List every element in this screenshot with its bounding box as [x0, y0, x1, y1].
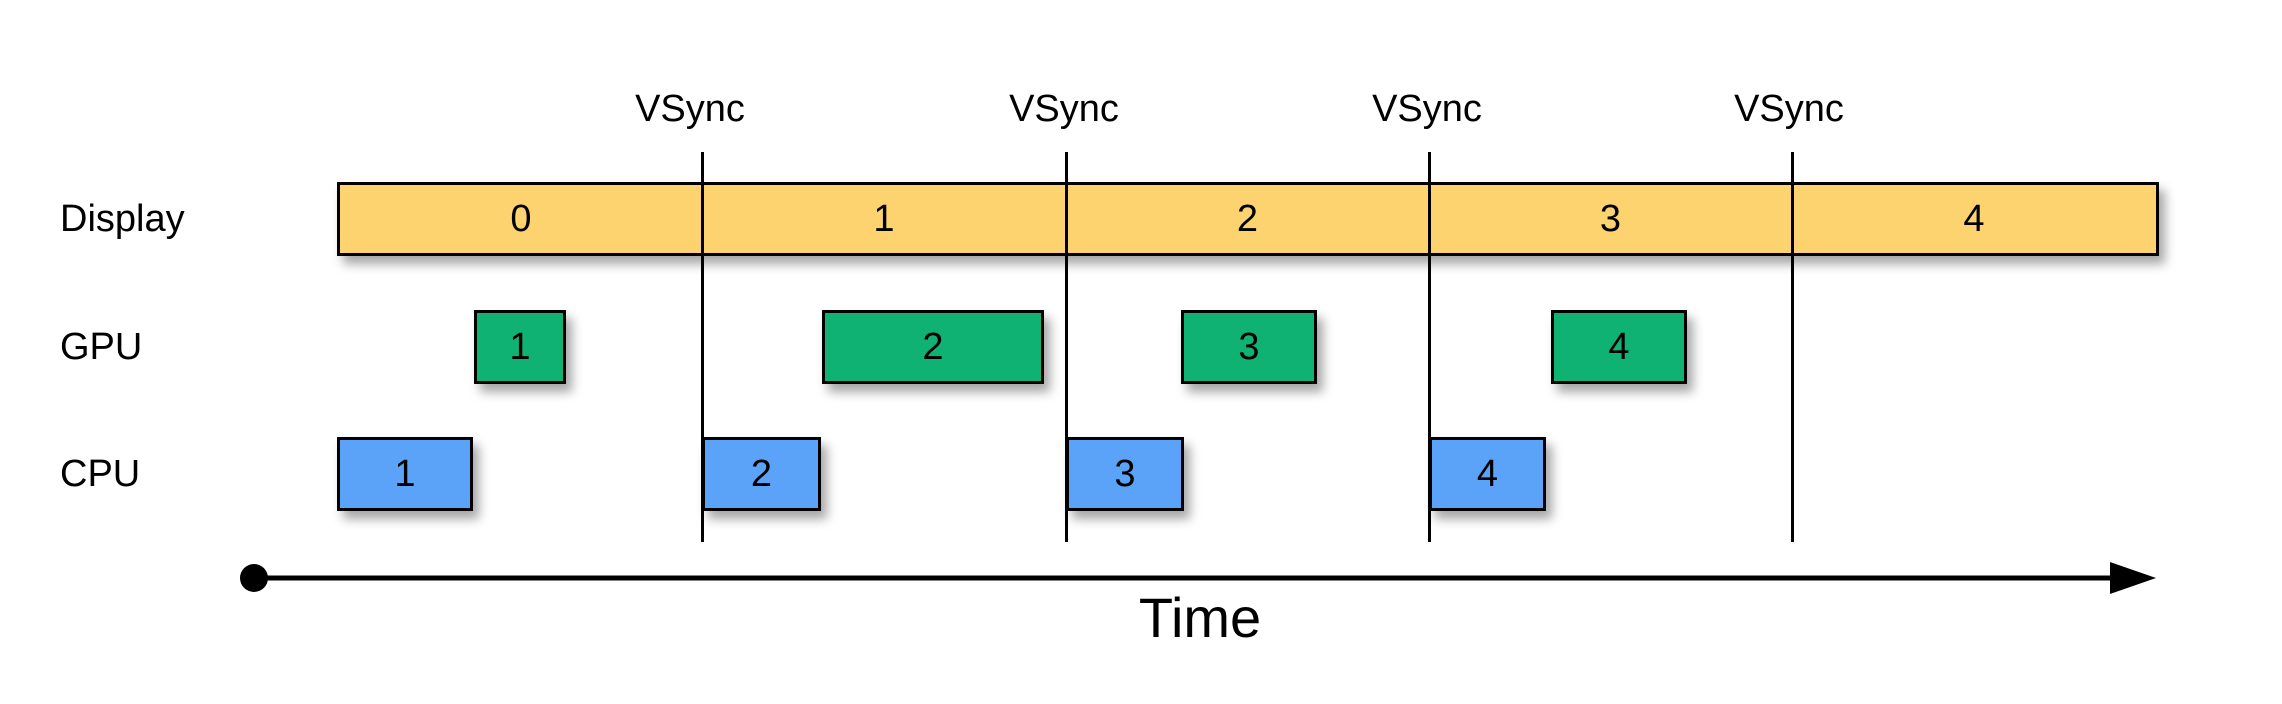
cpu-frame: 1: [337, 437, 473, 511]
vsync-label: VSync: [1734, 88, 1844, 130]
time-axis-label: Time: [1138, 586, 1262, 649]
gpu-frame: 2: [822, 310, 1044, 384]
display-frame: 3: [1429, 182, 1792, 256]
vsync-line: [701, 152, 704, 542]
vsync-line: [1791, 152, 1794, 542]
gpu-frame: 3: [1181, 310, 1317, 384]
cpu-frame: 2: [702, 437, 821, 511]
display-frame: 1: [702, 182, 1066, 256]
lane-label-display: Display: [60, 198, 185, 240]
display-frame: 4: [1792, 182, 2156, 256]
vsync-label: VSync: [1372, 88, 1482, 130]
vsync-line: [1428, 152, 1431, 542]
lane-label-cpu: CPU: [60, 453, 141, 495]
gpu-frame: 4: [1551, 310, 1687, 384]
time-axis-arrowhead: [2110, 562, 2156, 594]
lane-label-gpu: GPU: [60, 326, 143, 368]
display-frame: 0: [340, 182, 702, 256]
vsync-label: VSync: [635, 88, 745, 130]
gpu-frame: 1: [474, 310, 566, 384]
display-frame: 2: [1066, 182, 1429, 256]
vsync-line: [1065, 152, 1068, 542]
vsync-label: VSync: [1009, 88, 1119, 130]
